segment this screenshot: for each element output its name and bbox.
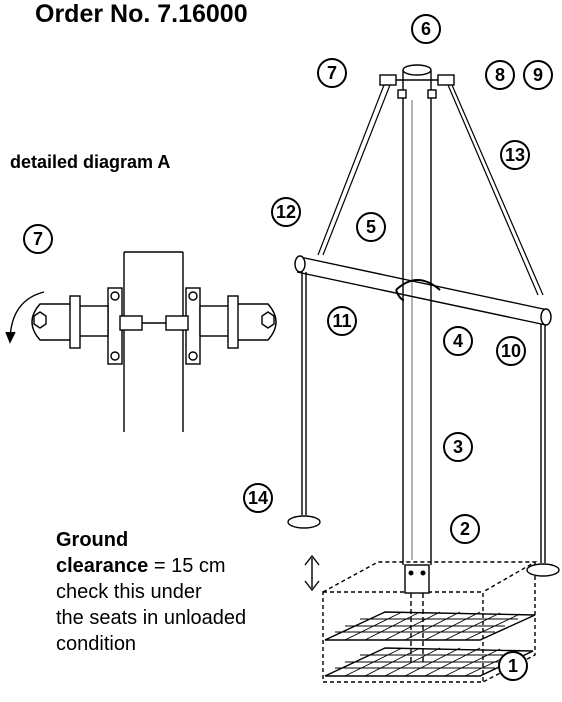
callout-1: 1 bbox=[498, 651, 528, 681]
callout-14: 14 bbox=[243, 483, 273, 513]
callout-7-detail: 7 bbox=[23, 224, 53, 254]
note-line-1: check this under bbox=[56, 581, 202, 603]
callout-10: 10 bbox=[496, 336, 526, 366]
note-line-2: the seats in unloaded bbox=[56, 607, 247, 629]
callout-5: 5 bbox=[356, 212, 386, 242]
note-line-3: condition bbox=[56, 633, 137, 655]
callout-6: 6 bbox=[411, 14, 441, 44]
note-clearance-line: clearance = 15 cm bbox=[56, 553, 246, 579]
suspension-ropes bbox=[317, 84, 544, 296]
callout-3: 3 bbox=[443, 432, 473, 462]
ground-clearance-note: Ground clearance = 15 cm check this unde… bbox=[56, 527, 246, 657]
order-number: Order No. 7.16000 bbox=[35, 0, 248, 28]
note-clearance-value: = 15 cm bbox=[153, 555, 226, 577]
detail-diagram-title: detailed diagram A bbox=[10, 152, 171, 172]
detail-a-drawing bbox=[5, 251, 277, 432]
clearance-arrow bbox=[304, 554, 320, 592]
crossbar bbox=[294, 255, 552, 326]
main-pole bbox=[402, 64, 432, 665]
top-hardware bbox=[379, 74, 455, 99]
callout-2: 2 bbox=[450, 514, 480, 544]
callout-7: 7 bbox=[317, 58, 347, 88]
note-heading: Ground bbox=[56, 529, 129, 551]
seat-hangers bbox=[287, 272, 560, 577]
callout-4: 4 bbox=[443, 326, 473, 356]
callout-12: 12 bbox=[271, 197, 301, 227]
ground-anchor-basket bbox=[322, 561, 538, 683]
callout-11: 11 bbox=[327, 306, 357, 336]
callout-13: 13 bbox=[500, 140, 530, 170]
callout-8: 8 bbox=[485, 60, 515, 90]
callout-9: 9 bbox=[523, 60, 553, 90]
note-clearance-label: clearance bbox=[56, 555, 149, 577]
